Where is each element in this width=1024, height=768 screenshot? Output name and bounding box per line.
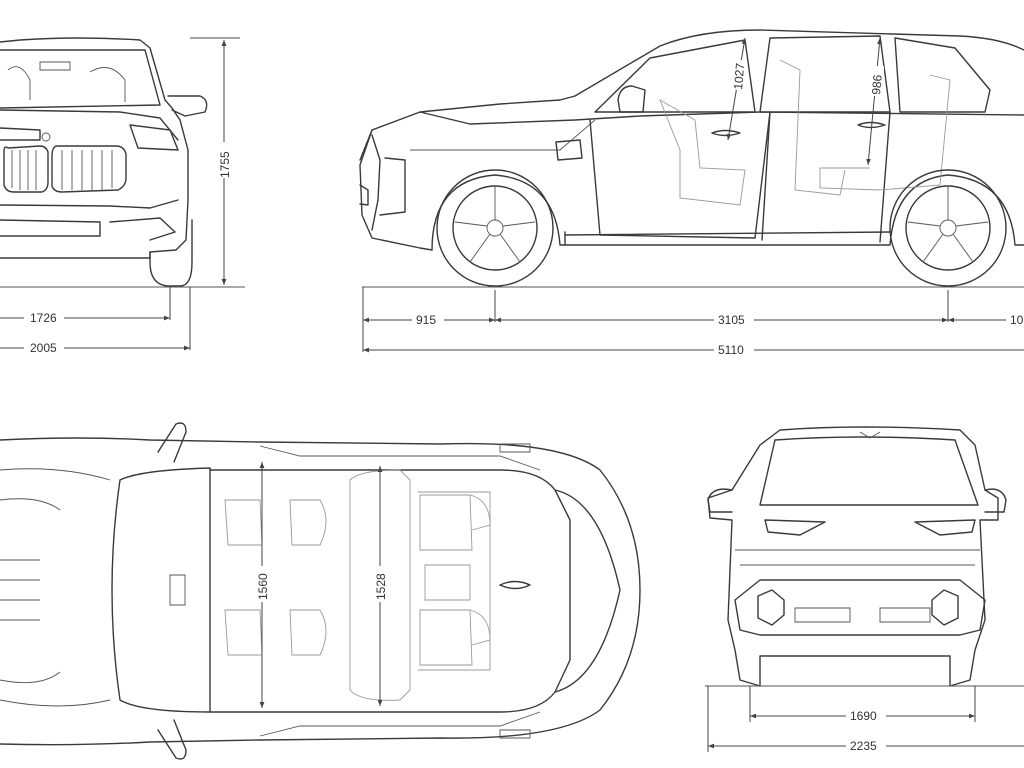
- top-view: [0, 422, 641, 760]
- wheelbase-dimension: 3105: [495, 312, 948, 328]
- rear-headroom-dimension: 986: [866, 37, 885, 166]
- front-headroom-label: 1027: [731, 62, 747, 90]
- front-interior-width-label: 1560: [256, 573, 270, 600]
- front-interior-width-dimension: 1560: [254, 462, 270, 708]
- length-label: 5110: [718, 343, 744, 357]
- height-dimension: 1755: [216, 40, 232, 285]
- rear-width-label: 2235: [850, 739, 877, 753]
- front-track-label: 1726: [30, 311, 57, 325]
- rear-headroom-label: 986: [869, 74, 885, 95]
- rear-track-label: 1690: [850, 709, 877, 723]
- rear-overhang-dimension: 10: [948, 312, 1024, 328]
- front-track-dimension: 1726: [0, 310, 170, 326]
- rear-interior-width-dimension: 1528: [372, 466, 388, 706]
- side-view: [359, 29, 1024, 352]
- front-view: [0, 37, 245, 350]
- rear-track-dimension: 1690: [750, 708, 975, 724]
- front-headroom-dimension: 1027: [726, 37, 747, 141]
- front-width-dimension: 2005: [0, 340, 190, 356]
- rear-interior-width-label: 1528: [374, 573, 388, 600]
- rear-width-dimension: 2235: [708, 738, 1024, 754]
- rear-overhang-label: 10: [1010, 313, 1024, 327]
- height-label: 1755: [218, 151, 232, 178]
- front-overhang-dimension: 915: [363, 312, 495, 328]
- rear-view: [705, 426, 1024, 752]
- wheelbase-label: 3105: [718, 313, 745, 327]
- length-dimension: 5110: [363, 342, 1024, 358]
- front-width-label: 2005: [30, 341, 57, 355]
- front-overhang-label: 915: [416, 313, 436, 327]
